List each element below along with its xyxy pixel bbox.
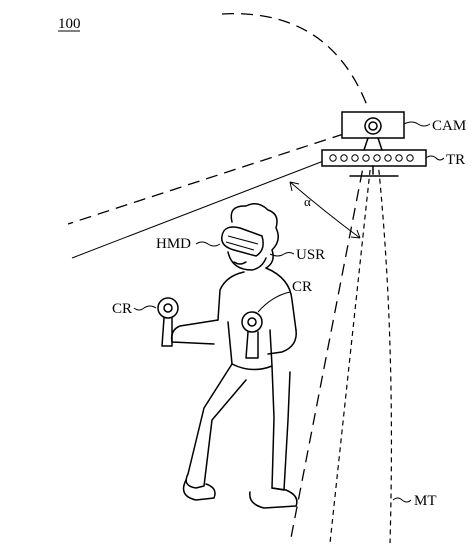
tracker-led [340, 154, 348, 162]
controller-right-center [247, 317, 257, 327]
user-figure [170, 203, 298, 509]
tracker [321, 149, 427, 167]
camera [341, 111, 405, 139]
camera-neck [363, 137, 383, 151]
tracker-led [406, 154, 414, 162]
user-leader [269, 252, 295, 257]
controller-right [241, 311, 263, 359]
tracker-led [362, 154, 370, 162]
hmd-device [221, 226, 264, 257]
user-right-leg [271, 365, 291, 491]
motion-track-label: MT [414, 493, 437, 509]
user-right-arm [267, 329, 297, 355]
controller-left [157, 297, 179, 347]
camera-leader [403, 121, 431, 127]
stand [349, 137, 399, 177]
user-left-arm [170, 319, 219, 345]
controller-left-label: CR [112, 301, 132, 317]
angle-arc [289, 181, 361, 239]
fov-lower-boundary [289, 151, 367, 544]
tracker-led [329, 154, 337, 162]
tracker-led [351, 154, 359, 162]
fov-inner-line [71, 149, 353, 259]
upper-range-arc [221, 13, 369, 109]
hmd-visor-lines [225, 235, 259, 251]
user-mouth [233, 261, 247, 265]
motion-track-curve [376, 151, 393, 544]
angle-arc-arrow-end [350, 229, 361, 239]
tracker-led [395, 154, 403, 162]
angle-label: α [304, 194, 311, 209]
angle-arc-arrow-start [289, 181, 300, 192]
user-left-leg [185, 363, 247, 489]
controller-right-label: CR [292, 279, 312, 295]
tracker-led [373, 154, 381, 162]
fov-upper-boundary [67, 127, 363, 225]
user-left-shoe [182, 479, 216, 501]
user-shoulders [217, 267, 297, 331]
figure-ref-number: 100 [58, 16, 81, 32]
controller-left-leader [133, 305, 157, 311]
tracker-label: TR [446, 152, 465, 168]
user-hair [230, 203, 279, 269]
controller-left-center [163, 303, 173, 313]
controller-right-handle [245, 331, 259, 359]
hmd-label: HMD [156, 236, 191, 252]
hmd-leader [195, 241, 221, 247]
camera-lens-inner [368, 121, 378, 131]
fov-lower-inner [329, 151, 373, 544]
camera-label: CAM [432, 118, 466, 134]
motion-track-leader [392, 497, 412, 503]
user-right-shoe [249, 487, 298, 509]
tracker-led [384, 154, 392, 162]
tracker-leader [425, 155, 445, 161]
controller-left-handle [161, 317, 173, 347]
controller-right-leader [257, 291, 291, 313]
user-face [227, 251, 267, 271]
user-label: USR [296, 247, 325, 263]
